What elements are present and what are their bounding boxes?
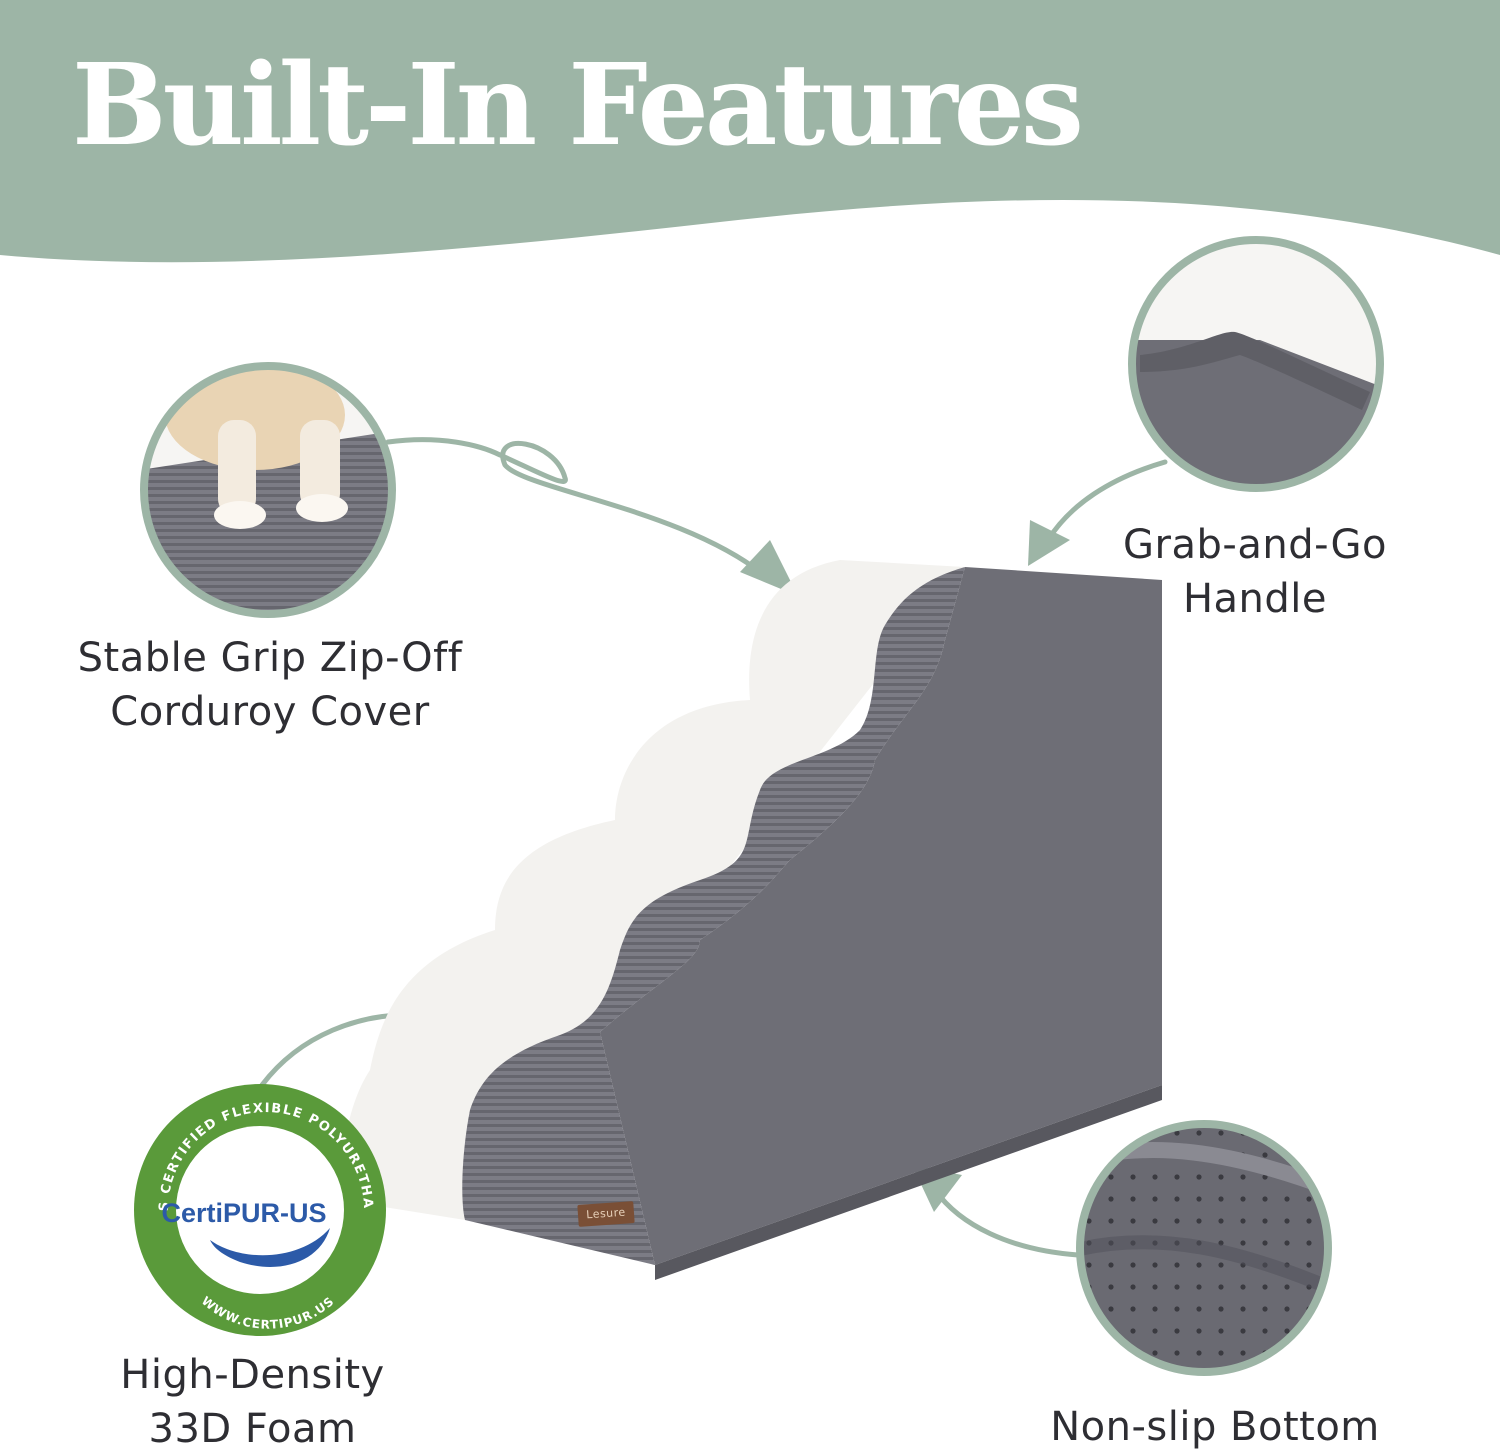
feature-handle-caption: Grab-and-Go Handle (1090, 518, 1420, 626)
feature-foam-line2: 33D Foam (148, 1406, 357, 1452)
arrow-handle (1045, 459, 1168, 543)
pet-stairs (340, 560, 1162, 1280)
feature-bottom-line1: Non-slip Bottom (1050, 1404, 1380, 1450)
stairs-side-panel (600, 567, 1162, 1265)
feature-foam-line1: High-Density (120, 1352, 385, 1398)
brand-tag: Lesure (577, 1201, 635, 1227)
handle-detail-circle (1128, 236, 1384, 492)
feature-bottom-caption: Non-slip Bottom (1000, 1400, 1430, 1454)
bottom-detail-circle (1076, 1120, 1332, 1376)
arrow-grip-head (740, 540, 798, 596)
feature-handle-line1: Grab-and-Go (1123, 522, 1387, 568)
badge-brand: CertiPUR-US (161, 1198, 326, 1228)
stairs-base (655, 1085, 1162, 1280)
feature-grip-caption: Stable Grip Zip-Off Corduroy Cover (40, 631, 500, 739)
badge-swoosh (210, 1228, 330, 1267)
feature-grip-line1: Stable Grip Zip-Off (77, 635, 463, 681)
header-band (0, 0, 1500, 263)
stairs-corduroy-cover (462, 567, 965, 1265)
feature-handle-line2: Handle (1182, 576, 1328, 622)
grip-detail-circle (140, 362, 396, 618)
arrow-handle-head (1028, 520, 1070, 566)
stairs-foam-side (340, 560, 965, 1220)
feature-grip-line2: Corduroy Cover (110, 689, 430, 735)
page-title: Built-In Features (72, 40, 1084, 171)
feature-foam-caption: High-Density 33D Foam (70, 1348, 435, 1456)
arrow-grip (385, 437, 773, 583)
arrow-bottom (932, 1187, 1081, 1258)
